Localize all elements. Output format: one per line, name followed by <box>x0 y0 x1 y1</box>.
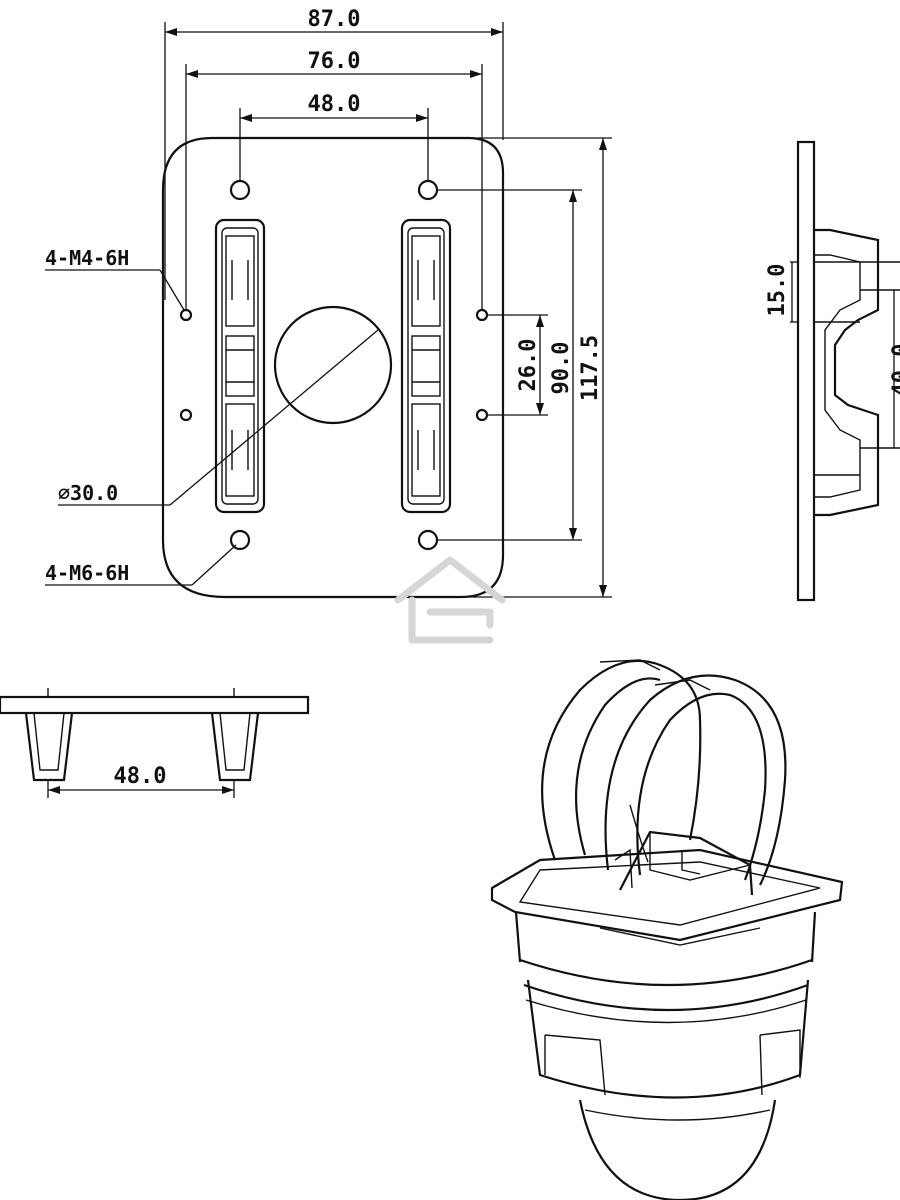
dim-76 <box>185 64 483 310</box>
right-slot <box>400 218 452 514</box>
left-slot <box>214 218 266 514</box>
m6-hole-bottom-left <box>229 529 251 551</box>
dim-76-text: 76.0 <box>308 49 361 74</box>
front-boss-right <box>210 712 260 782</box>
m4-hole-right-upper <box>475 308 489 322</box>
dim-90 <box>437 189 582 541</box>
dim-40-text: 40.0 <box>889 344 900 397</box>
m4-hole-left-lower <box>179 408 193 422</box>
body-ring-1 <box>519 958 813 987</box>
dim-117 <box>461 137 612 598</box>
leader-m4 <box>45 269 185 311</box>
clamp-loop-back <box>541 659 702 861</box>
dim-15-text: 15.0 <box>765 264 790 317</box>
iso-bracket <box>619 830 754 896</box>
leader-m6 <box>45 544 237 586</box>
m6-hole-top-right <box>417 179 439 201</box>
center-hole <box>273 305 393 425</box>
front-boss-left <box>24 712 74 782</box>
dim-15 <box>790 261 798 323</box>
body-lower <box>526 979 810 1099</box>
front-plate <box>0 695 310 715</box>
watermark-logo <box>394 556 506 644</box>
dim-48-front <box>47 780 235 798</box>
side-profile-outer <box>814 228 880 517</box>
m6-hole-top-left <box>229 179 251 201</box>
m4-hole-left-upper <box>179 308 193 322</box>
side-plate <box>796 140 816 602</box>
body-upper <box>514 911 817 963</box>
leader-diameter <box>58 329 379 506</box>
dim-90-text: 90.0 <box>549 342 574 395</box>
iso-plate <box>490 848 844 942</box>
m6-hole-bottom-right <box>417 529 439 551</box>
front-view: 48.0 <box>0 688 310 798</box>
m4-hole-right-lower <box>475 408 489 422</box>
side-view: 15.0 40.0 <box>765 140 900 602</box>
label-m6: 4-M6-6H <box>45 561 129 585</box>
dome <box>578 1099 777 1200</box>
clamp-loop-front <box>604 674 787 886</box>
isometric-view <box>490 659 844 1200</box>
dim-48-top <box>239 108 429 180</box>
dim-87 <box>164 22 504 300</box>
dim-48-front-text: 48.0 <box>114 764 167 789</box>
side-profile-inner <box>814 254 861 498</box>
top-view: 87.0 76.0 48.0 117.5 <box>45 7 612 599</box>
plate-outline <box>161 136 505 599</box>
dim-87-text: 87.0 <box>308 7 361 32</box>
body-ring-2 <box>523 983 809 1012</box>
dim-48-top-text: 48.0 <box>308 92 361 117</box>
label-diameter: ⌀30.0 <box>58 481 118 505</box>
dim-117-text: 117.5 <box>578 335 603 401</box>
dim-26-text: 26.0 <box>516 339 541 392</box>
label-m4: 4-M4-6H <box>45 246 129 270</box>
dim-26 <box>487 314 548 416</box>
